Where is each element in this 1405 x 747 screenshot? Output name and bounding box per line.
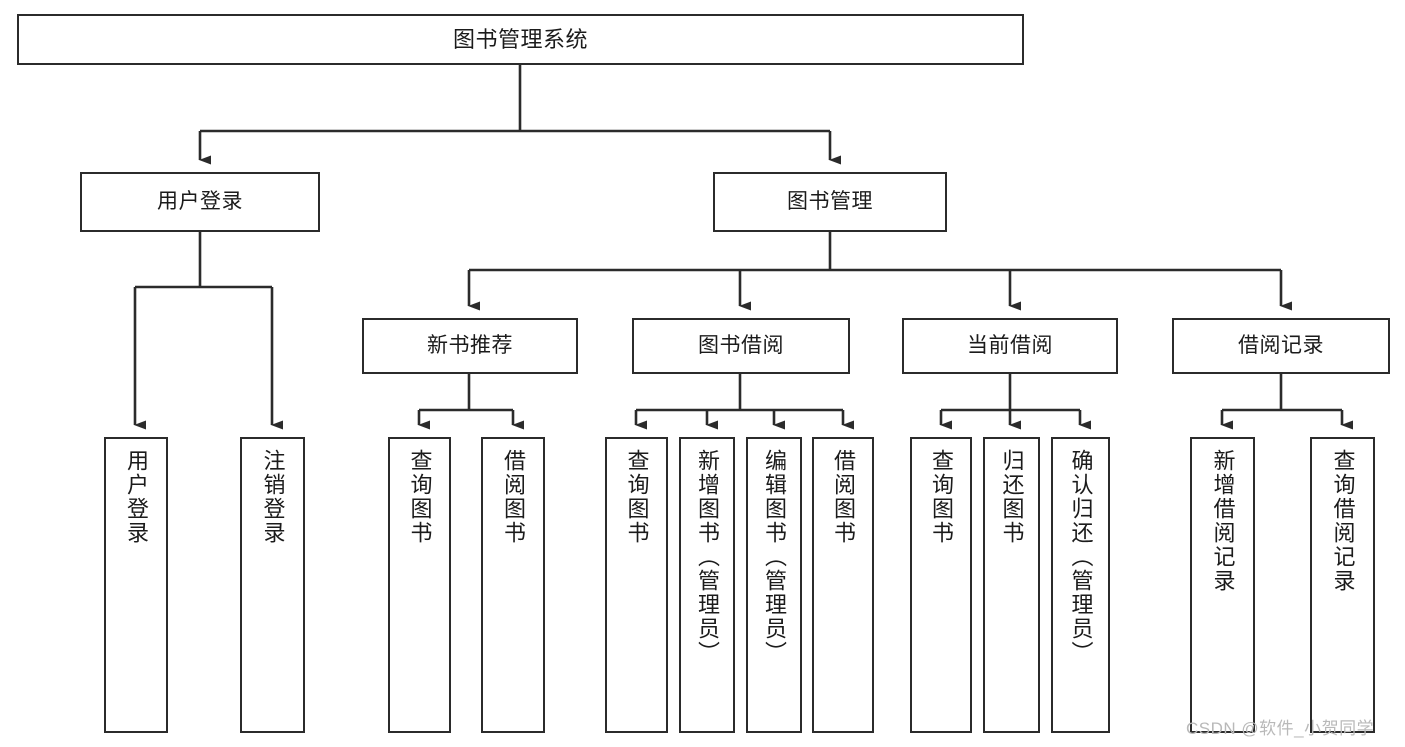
watermark: CSDN @软件_小贺同学 [1186, 719, 1375, 738]
leaf-add-borrow-record[interactable]: 新增借阅记录 [1190, 437, 1255, 733]
leaf-add-book-admin-label: 新增图书（管理员） [695, 449, 720, 665]
leaf-edit-book-admin[interactable]: 编辑图书（管理员） [746, 437, 802, 733]
leaf-logout-label: 注销登录 [260, 449, 286, 545]
leaf-query-books-borrow[interactable]: 查询图书 [605, 437, 668, 733]
node-new-book-recommend[interactable]: 新书推荐 [362, 318, 578, 374]
node-borrow-records[interactable]: 借阅记录 [1172, 318, 1390, 374]
leaf-borrow-books-recommend-label: 借阅图书 [501, 449, 526, 545]
leaf-user-login-label: 用户登录 [124, 449, 149, 545]
leaf-query-books-recommend[interactable]: 查询图书 [388, 437, 451, 733]
leaf-query-borrow-record[interactable]: 查询借阅记录 [1310, 437, 1375, 733]
node-new-book-recommend-label: 新书推荐 [427, 333, 513, 357]
leaf-add-book-admin[interactable]: 新增图书（管理员） [679, 437, 735, 733]
node-user-login-label: 用户登录 [157, 189, 243, 213]
leaf-user-login[interactable]: 用户登录 [104, 437, 168, 733]
node-user-login[interactable]: 用户登录 [80, 172, 320, 232]
node-book-borrow[interactable]: 图书借阅 [632, 318, 850, 374]
leaf-confirm-return-admin-label: 确认归还（管理员） [1068, 449, 1094, 665]
leaf-query-books-borrow-label: 查询图书 [624, 449, 650, 545]
node-borrow-records-label: 借阅记录 [1238, 333, 1324, 357]
node-root[interactable]: 图书管理系统 [17, 14, 1024, 65]
node-book-management[interactable]: 图书管理 [713, 172, 947, 232]
leaf-query-books-current-label: 查询图书 [929, 449, 954, 545]
leaf-logout[interactable]: 注销登录 [240, 437, 305, 733]
leaf-query-books-current[interactable]: 查询图书 [910, 437, 972, 733]
node-book-borrow-label: 图书借阅 [698, 333, 784, 357]
leaf-confirm-return-admin[interactable]: 确认归还（管理员） [1051, 437, 1110, 733]
leaf-borrow-books-label: 借阅图书 [831, 449, 856, 545]
node-root-label: 图书管理系统 [452, 26, 588, 52]
leaf-borrow-books[interactable]: 借阅图书 [812, 437, 874, 733]
leaf-query-borrow-record-label: 查询借阅记录 [1330, 449, 1356, 593]
node-current-borrow[interactable]: 当前借阅 [902, 318, 1118, 374]
leaf-add-borrow-record-label: 新增借阅记录 [1210, 449, 1236, 593]
leaf-return-books[interactable]: 归还图书 [983, 437, 1040, 733]
leaf-query-books-recommend-label: 查询图书 [407, 449, 433, 545]
leaf-return-books-label: 归还图书 [999, 449, 1025, 545]
node-book-management-label: 图书管理 [787, 189, 873, 213]
node-current-borrow-label: 当前借阅 [967, 333, 1053, 357]
leaf-edit-book-admin-label: 编辑图书（管理员） [762, 449, 787, 665]
leaf-borrow-books-recommend[interactable]: 借阅图书 [481, 437, 545, 733]
